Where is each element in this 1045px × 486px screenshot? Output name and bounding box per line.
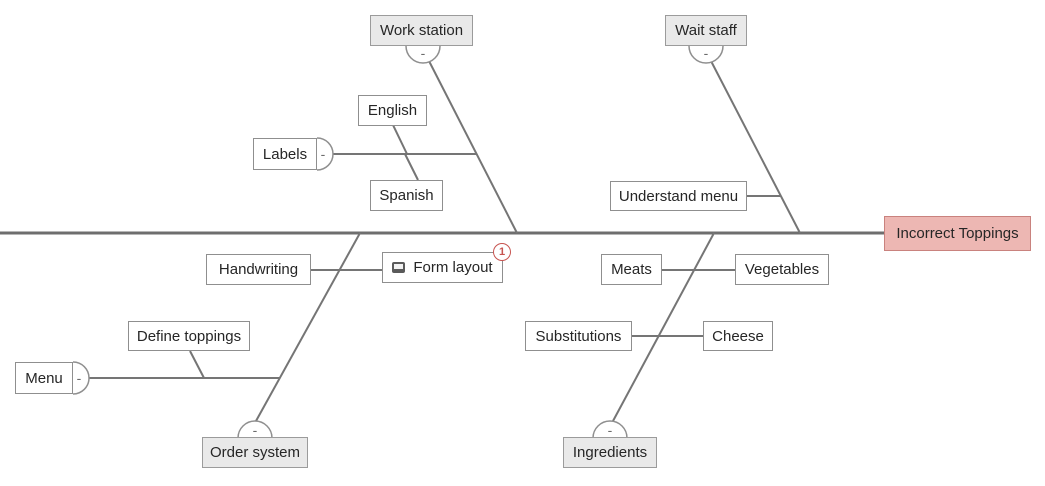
collapse-toggle-menu[interactable]: -: [76, 370, 82, 386]
form-icon-screen: [394, 264, 404, 269]
cause-label: Labels: [262, 145, 308, 163]
category-label: Wait staff: [675, 22, 737, 39]
collapse-toggle-labels[interactable]: -: [320, 146, 326, 162]
collapse-arc-menu: [72, 361, 90, 395]
collapse-arc-wait-staff: [688, 45, 724, 64]
cause-node-form-layout[interactable]: Form layout: [382, 252, 503, 283]
cause-label: Meats: [611, 261, 652, 278]
effect-node-incorrect-toppings[interactable]: Incorrect Toppings: [884, 216, 1031, 251]
cause-label: Menu: [25, 369, 63, 387]
cause-label: Substitutions: [535, 327, 622, 345]
collapse-toggle-ingredients[interactable]: -: [607, 422, 613, 438]
connector-english[interactable]: [392, 124, 408, 155]
cause-node-define-toppings[interactable]: Define toppings: [128, 321, 250, 351]
cause-node-substitutions[interactable]: Substitutions: [525, 321, 632, 351]
category-label: Order system: [209, 444, 300, 461]
cause-node-handwriting[interactable]: Handwriting: [206, 254, 311, 285]
collapse-arc-labels: [316, 137, 334, 171]
cause-node-meats[interactable]: Meats: [601, 254, 662, 285]
category-label: Work station: [379, 22, 464, 39]
cause-label: Spanish: [379, 187, 434, 204]
cause-label: Define toppings: [136, 327, 242, 345]
category-node-order-system[interactable]: Order system: [202, 437, 308, 468]
cause-node-english[interactable]: English: [358, 95, 427, 126]
cause-node-understand-menu[interactable]: Understand menu: [610, 181, 747, 211]
effect-label: Incorrect Toppings: [896, 225, 1019, 242]
category-node-work-station[interactable]: Work station: [370, 15, 473, 46]
cause-node-spanish[interactable]: Spanish: [370, 180, 443, 211]
bone-ingredients[interactable]: [612, 232, 715, 422]
form-icon: [392, 262, 406, 273]
cause-node-vegetables[interactable]: Vegetables: [735, 254, 829, 285]
connector-define-toppings[interactable]: [189, 350, 205, 379]
cause-label: English: [367, 102, 418, 119]
category-label: Ingredients: [572, 444, 648, 461]
collapse-toggle-wait-staff[interactable]: -: [703, 45, 709, 61]
cause-label: Cheese: [712, 327, 764, 345]
connector-spanish[interactable]: [404, 153, 419, 181]
bone-wait-staff[interactable]: [710, 60, 801, 234]
cause-node-menu[interactable]: Menu: [15, 362, 73, 394]
category-node-wait-staff[interactable]: Wait staff: [665, 15, 747, 46]
bone-order-system[interactable]: [255, 232, 361, 422]
collapse-toggle-order-system[interactable]: -: [252, 422, 258, 438]
collapse-arc-work-station: [405, 45, 441, 64]
cause-node-cheese[interactable]: Cheese: [703, 321, 773, 351]
category-node-ingredients[interactable]: Ingredients: [563, 437, 657, 468]
collapse-toggle-work-station[interactable]: -: [420, 45, 426, 61]
cause-label: Understand menu: [618, 187, 739, 205]
cause-label: Vegetables: [744, 261, 820, 278]
collapse-arc-ingredients: [592, 420, 628, 439]
cause-label: Handwriting: [218, 261, 299, 278]
cause-node-labels[interactable]: Labels: [253, 138, 317, 170]
collapse-arc-order-system: [237, 420, 273, 439]
bone-work-station[interactable]: [428, 60, 518, 234]
comment-count-badge[interactable]: 1: [493, 243, 511, 261]
cause-label: Form layout: [413, 259, 493, 276]
